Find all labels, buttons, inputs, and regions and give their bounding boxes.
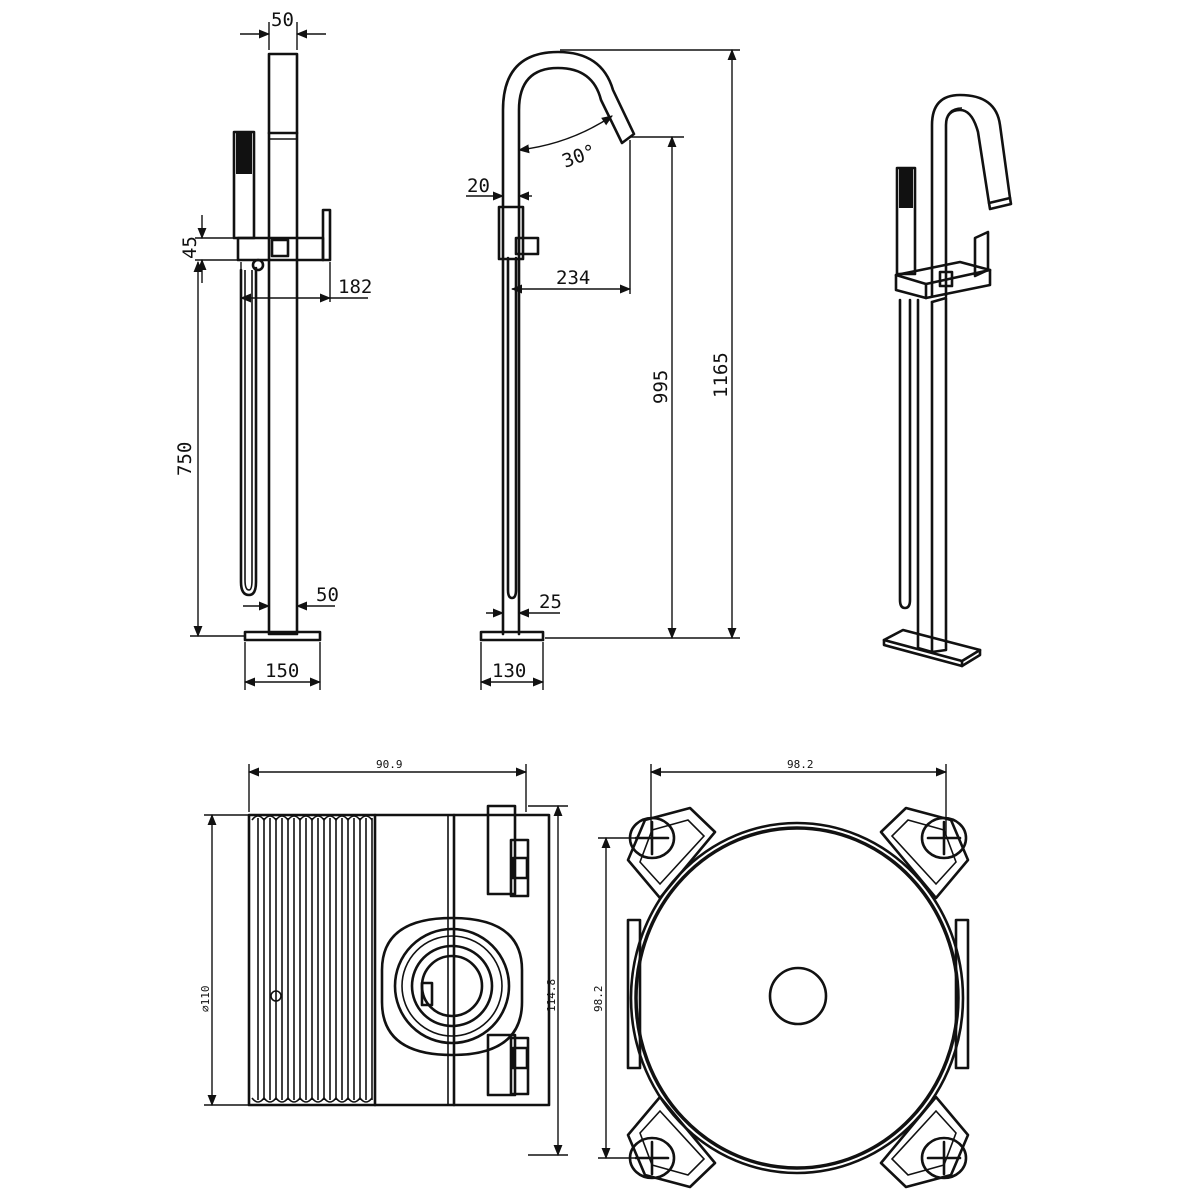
plate-disc-outer — [629, 821, 965, 1175]
side-base — [479, 630, 545, 642]
box-view: 90.9 ⌀110 114.8 — [199, 758, 568, 1157]
shower-head-grip — [236, 132, 252, 174]
ribbed-surface — [251, 815, 373, 1103]
dim-box-diameter: ⌀110 — [199, 986, 212, 1013]
dim-spout-angle: 30° — [559, 140, 599, 172]
front-pipe — [267, 52, 299, 636]
plate-left-tab — [626, 918, 642, 1070]
gooseneck-spout — [501, 50, 636, 636]
persp-hose — [898, 298, 912, 610]
dim-hose-length: 750 — [174, 442, 196, 476]
dim-side-base-width: 130 — [492, 660, 526, 682]
dim-handle-reach: 182 — [338, 276, 372, 298]
dim-spout-reach: 234 — [556, 267, 590, 289]
dim-base-width: 150 — [265, 660, 299, 682]
perspective-view — [882, 93, 1013, 668]
mixer-lever — [321, 208, 332, 262]
plate-right-tab — [954, 918, 970, 1070]
dim-plate-height: 98.2 — [592, 986, 605, 1013]
front-view: 50 45 182 750 50 150 — [174, 9, 372, 690]
side-mixer-body — [497, 205, 525, 261]
dim-total-height: 1165 — [710, 352, 732, 398]
plate-view: 98.2 98.2 — [592, 758, 970, 1189]
dim-pipe-width: 50 — [316, 584, 339, 606]
persp-spout — [930, 93, 1012, 298]
front-base — [243, 630, 322, 642]
side-hose — [506, 256, 518, 600]
persp-lever — [973, 230, 990, 278]
dim-bracket-height: 45 — [179, 236, 201, 259]
dim-plate-width: 98.2 — [787, 758, 814, 771]
dim-spout-height: 995 — [650, 370, 672, 404]
dim-side-pipe-width: 25 — [539, 591, 562, 613]
persp-knob — [938, 270, 954, 288]
persp-pipe — [916, 298, 934, 654]
box-port-housing — [380, 916, 524, 1057]
box-mounting-tabs — [486, 804, 530, 1097]
box-port-key — [420, 981, 434, 1007]
hose-connector — [251, 258, 265, 272]
dim-offset: 20 — [467, 175, 490, 197]
dim-top-width: 50 — [271, 9, 294, 31]
plate-center-hole — [768, 966, 828, 1026]
box-outline — [247, 813, 551, 1107]
side-mixer-lever — [514, 236, 540, 256]
hose — [239, 266, 258, 597]
side-view: 30° 20 234 995 1165 25 130 — [466, 48, 740, 690]
mixer-knob — [270, 238, 290, 258]
dim-box-height: 114.8 — [545, 979, 558, 1012]
box-screw-hole — [270, 990, 282, 1002]
plate-corner-ears — [626, 806, 970, 1189]
box-port-ring-outer — [393, 927, 511, 1045]
dim-box-width: 90.9 — [376, 758, 403, 771]
box-port-ring-inner — [410, 944, 494, 1028]
